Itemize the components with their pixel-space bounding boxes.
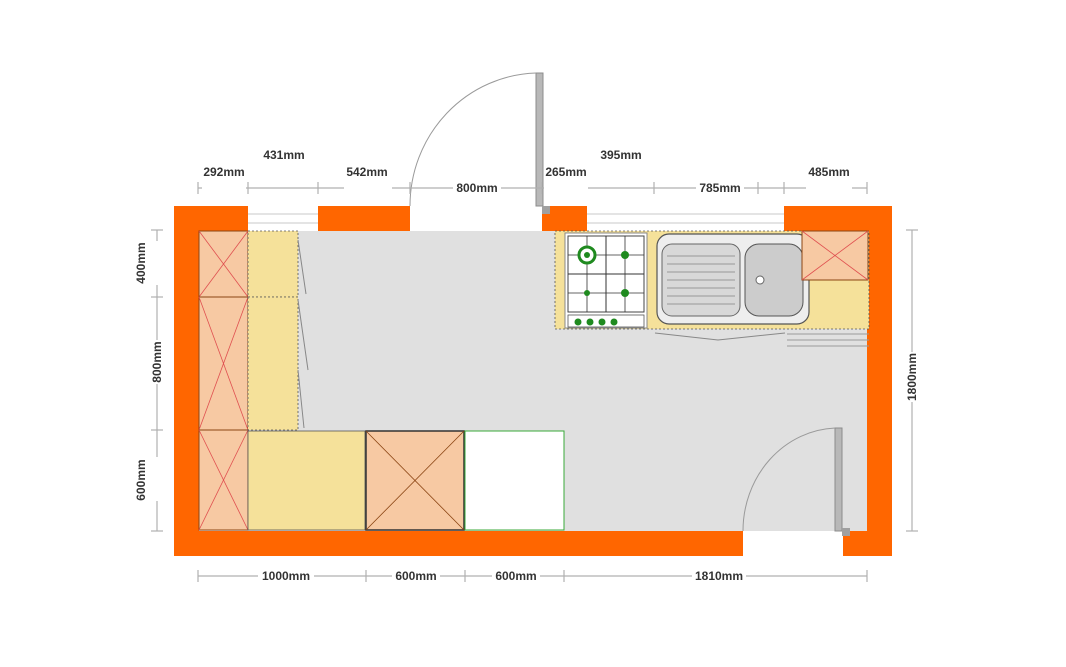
left-base-door-swing	[297, 239, 309, 429]
dim-top-upper-2: 395mm	[600, 148, 641, 162]
top-door	[409, 72, 550, 231]
bottom-right-door	[742, 427, 850, 556]
sink-bowl	[744, 243, 804, 317]
dim-top-6: 485mm	[808, 165, 849, 179]
dim-top-3: 800mm	[456, 181, 497, 195]
dim-bottom-4: 1810mm	[695, 569, 743, 583]
dim-right-1: 1800mm	[905, 353, 919, 401]
hob-ring-2	[621, 251, 629, 259]
sink	[656, 233, 810, 325]
dim-left-3: 600mm	[134, 459, 148, 500]
hob-ring-4	[621, 289, 629, 297]
window-top-right	[587, 206, 784, 231]
top-base-door-swing	[654, 332, 786, 341]
dim-left-1: 400mm	[134, 242, 148, 283]
left-base-unit-1	[247, 230, 299, 298]
window-top-left	[248, 206, 318, 231]
right-worktop-lines	[787, 333, 869, 347]
dim-bottom-3: 600mm	[495, 569, 536, 583]
left-cabinet-2	[198, 296, 249, 431]
dim-top-1: 292mm	[203, 165, 244, 179]
dim-top-5: 785mm	[699, 181, 740, 195]
dim-bottom-2: 600mm	[395, 569, 436, 583]
left-cabinet-1	[198, 230, 249, 298]
left-cabinet-3	[198, 429, 249, 531]
dim-top-upper-1: 431mm	[263, 148, 304, 162]
dim-bottom-1: 1000mm	[262, 569, 310, 583]
dim-left-2: 800mm	[150, 341, 164, 382]
dim-top-4: 265mm	[545, 165, 586, 179]
bottom-corner-cabinet	[365, 430, 465, 531]
hob-ring-3	[584, 290, 590, 296]
bottom-base-unit	[247, 430, 366, 531]
dimension-label-backgrounds	[149, 180, 920, 584]
left-base-unit-2	[247, 296, 299, 431]
gas-hob	[564, 232, 648, 329]
bottom-appliance-space	[464, 430, 565, 531]
top-right-cabinet	[801, 230, 869, 281]
dim-top-2: 542mm	[346, 165, 387, 179]
